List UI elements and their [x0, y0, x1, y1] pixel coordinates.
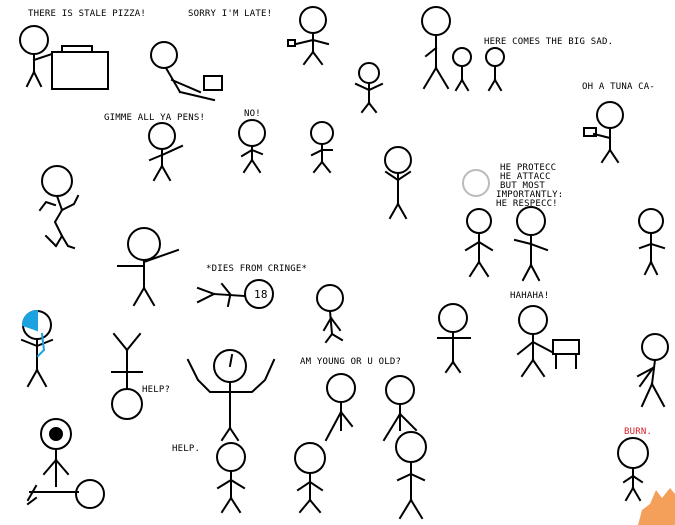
blue-figure: [20, 309, 54, 388]
upside-down-figure: [111, 332, 143, 420]
caption-no: NO!: [244, 109, 261, 119]
caption-help-question: HELP?: [142, 385, 171, 395]
caption-tuna: OH A TUNA CA-: [582, 82, 656, 92]
squiggle-figure: [38, 165, 80, 250]
cringe-figure: [196, 279, 274, 309]
caption-sorry-late: SORRY I'M LATE!: [188, 9, 273, 19]
caption-stale-pizza: THERE IS STALE PIZZA!: [28, 9, 146, 19]
burn-figure: [617, 437, 649, 502]
young-old-pair: [324, 373, 418, 442]
small-face-figure: [354, 62, 384, 114]
age-label: 18: [254, 288, 268, 301]
clock-figure: [186, 349, 276, 442]
caption-big-sad: HERE COMES THE BIG SAD.: [484, 37, 614, 47]
t-pose-figure: [437, 303, 471, 374]
crying-figure: [316, 284, 344, 344]
tall-figure: [395, 431, 427, 520]
pens-figure: [148, 122, 184, 182]
caption-burn: BURN.: [624, 427, 653, 437]
no-figure: [238, 119, 266, 174]
caption-protecc-3: BUT MOST: [500, 181, 545, 191]
laughing-figure: [516, 305, 580, 378]
big-eye-figure: [294, 442, 326, 514]
caption-protecc-5: HE RESPECC!: [496, 199, 558, 209]
tuna-figure: [583, 101, 624, 164]
respecc-figure: [513, 206, 549, 282]
side-figure: [638, 208, 666, 276]
protecc-figure: [462, 169, 494, 278]
laptop-figure: [150, 41, 223, 102]
bowling-figure: [26, 418, 105, 509]
caption-protecc-1: HE PROTECC: [500, 163, 557, 173]
fire-icon: [638, 488, 675, 525]
stale-pizza-figure: [19, 25, 109, 90]
sorry-late-figure: [287, 6, 330, 66]
caption-protecc-4: IMPORTANTLY:: [496, 190, 564, 200]
big-sad-family: [421, 6, 505, 92]
caption-protecc-2: HE ATTACC: [500, 172, 551, 182]
caption-gimme-pens: GIMME ALL YA PENS!: [104, 113, 206, 123]
help-figure: [216, 442, 246, 514]
caption-dies-cringe: *DIES FROM CRINGE*: [206, 264, 308, 274]
plain-figure: [310, 121, 334, 174]
dab-figure: [117, 227, 180, 307]
arms-up-figure: [384, 146, 412, 220]
falling-figure: [636, 333, 669, 408]
caption-hahaha: HAHAHA!: [510, 291, 550, 301]
caption-am-young: AM YOUNG OR U OLD?: [300, 357, 402, 367]
caption-help: HELP.: [172, 444, 201, 454]
